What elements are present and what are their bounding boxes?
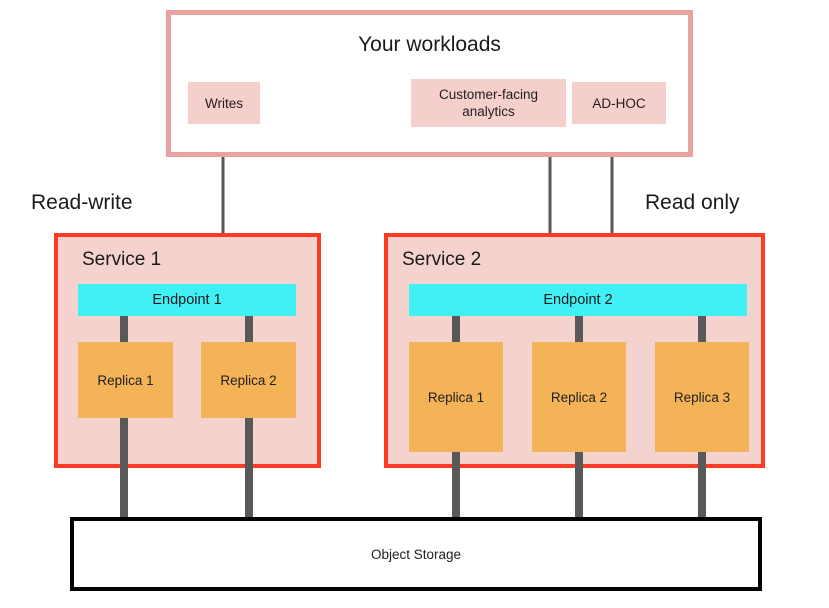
connector-endpoint1-replica2: [245, 314, 253, 346]
service-2-title: Service 2: [402, 249, 482, 270]
workload-chip-ad-hoc[interactable]: AD-HOC: [572, 82, 666, 124]
endpoint-2[interactable]: Endpoint 2: [409, 284, 747, 316]
service-1-replica-1[interactable]: Replica 1: [78, 342, 173, 418]
workloads-title: Your workloads: [358, 33, 501, 56]
connector-endpoint2-replica3: [698, 314, 706, 346]
connector-endpoint2-replica1: [452, 314, 460, 346]
connector-s1-replica2-storage: [245, 414, 253, 521]
service-2-replica-2[interactable]: Replica 2: [532, 342, 626, 452]
endpoint-1[interactable]: Endpoint 1: [78, 284, 296, 316]
object-storage-box[interactable]: Object Storage: [70, 517, 762, 591]
label-read-write: Read-write: [31, 191, 133, 214]
workload-chip-customer-facing-analytics[interactable]: Customer-facing analytics: [411, 79, 566, 127]
connector-endpoint1-replica1: [120, 314, 128, 346]
service-2-replica-3[interactable]: Replica 3: [655, 342, 749, 452]
connector-endpoint2-replica2: [575, 314, 583, 346]
connector-s2-replica3-storage: [698, 448, 706, 521]
connector-s2-replica1-storage: [452, 448, 460, 521]
service-2-replica-1[interactable]: Replica 1: [409, 342, 503, 452]
connector-s1-replica1-storage: [120, 414, 128, 521]
service-1-title: Service 1: [82, 249, 162, 270]
workload-chip-writes[interactable]: Writes: [188, 82, 260, 124]
connector-s2-replica2-storage: [575, 448, 583, 521]
label-read-only: Read only: [645, 191, 740, 214]
service-1-replica-2[interactable]: Replica 2: [201, 342, 296, 418]
